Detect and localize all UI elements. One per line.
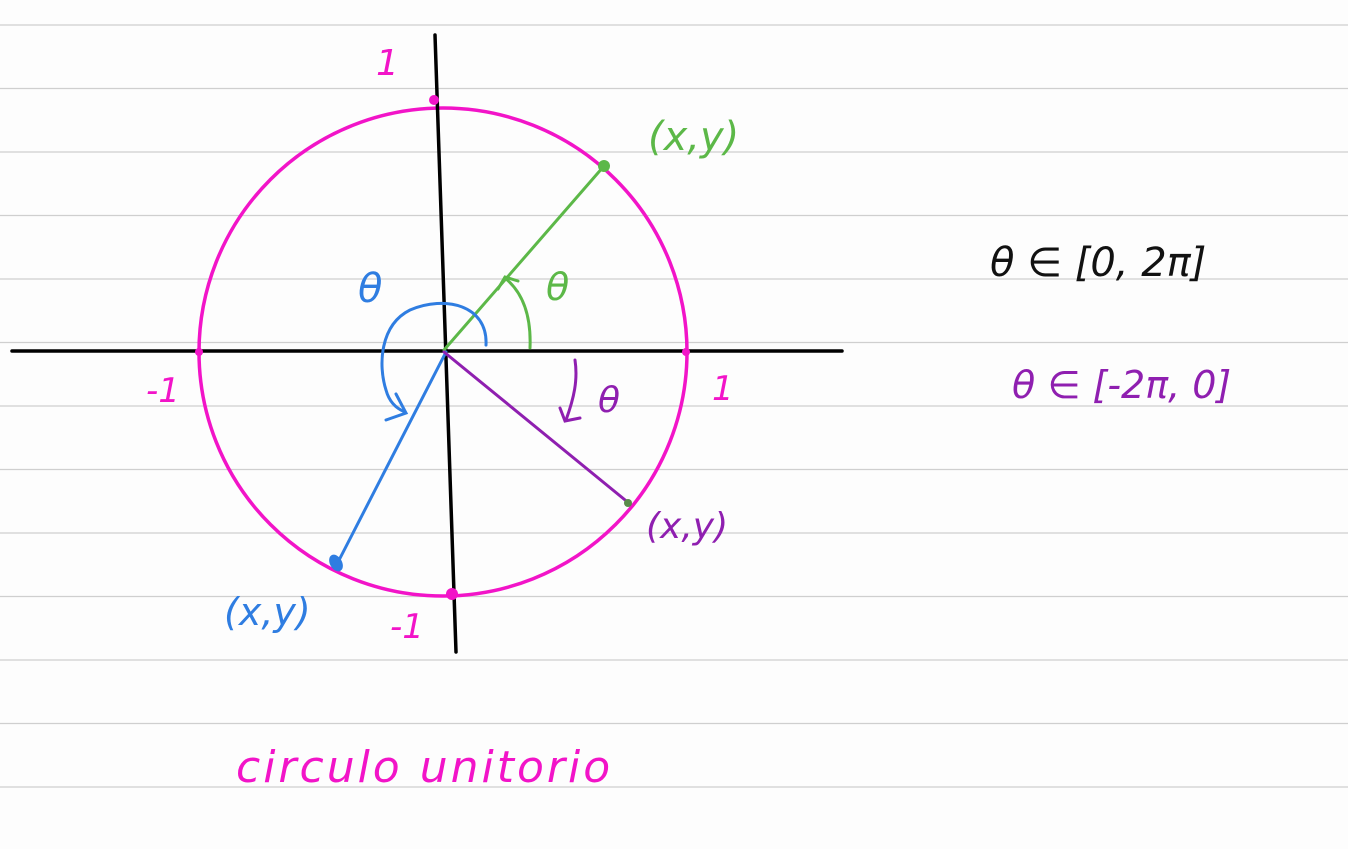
green-point-label: (x,y) [648,114,739,160]
blue-point-label: (x,y) [224,590,311,634]
intercept-dot-bottom [446,588,458,600]
x-right-label: 1 [712,369,734,409]
blue-arc-arrowhead [384,392,409,422]
purple-angle-arc [564,358,578,422]
purple-point-dot [624,499,632,507]
intercept-dot-top [429,95,439,105]
y-top-label: 1 [376,43,399,84]
purple-radius [442,350,632,506]
purple-point-label: (x,y) [646,506,728,547]
range-negative-note: θ ∈ [-2π, 0] [1012,363,1231,407]
y-bottom-label: -1 [390,607,424,647]
purple-arc-arrowhead [558,406,582,423]
range-positive-note: θ ∈ [0, 2π] [990,240,1206,286]
x-left-label: -1 [146,371,180,411]
blue-angle-label: θ [358,266,382,312]
blue-radius [334,350,448,568]
green-angle-label: θ [546,265,569,309]
ruled-lines [0,24,1348,788]
intercept-dot-left [195,348,203,356]
caption: circulo unitorio [236,742,613,793]
green-radius [442,164,606,352]
purple-angle-label: θ [598,380,620,421]
intercept-dot-right [682,348,690,356]
y-axis [433,33,458,654]
blue-angle-arc [380,302,488,414]
green-point-dot [598,160,610,172]
green-arc-arrowhead [496,275,520,291]
green-angle-arc [503,276,532,350]
blue-point-dot [329,554,343,572]
